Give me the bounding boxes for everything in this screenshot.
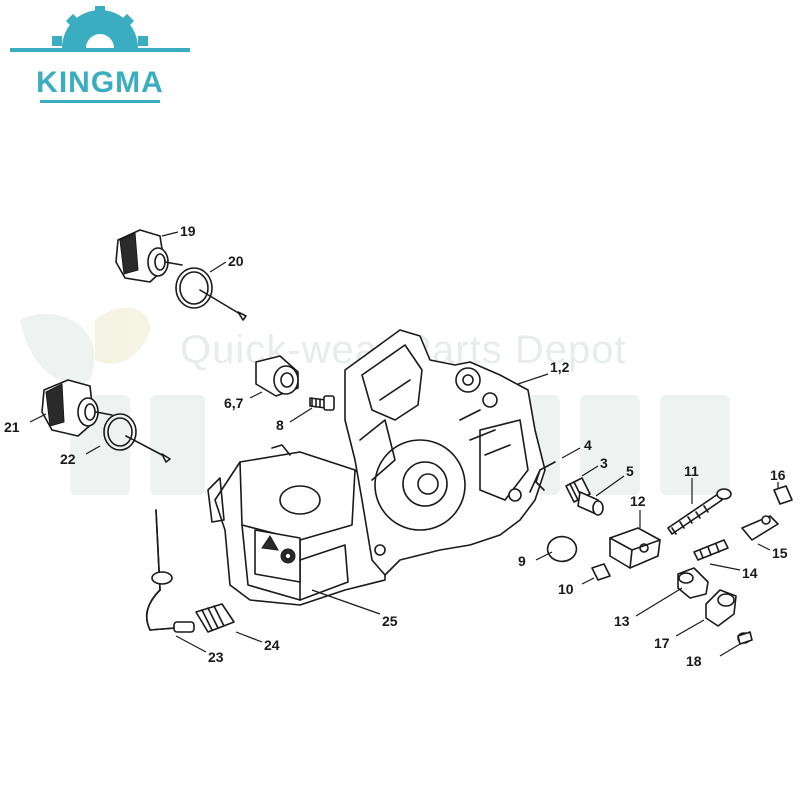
part-6-7-bushing <box>255 355 299 397</box>
callout-24: 24 <box>264 637 280 653</box>
callout-16: 16 <box>770 467 786 483</box>
callout-25: 25 <box>382 613 398 629</box>
callout-22: 22 <box>60 451 76 467</box>
part-9-cap <box>546 535 578 563</box>
callout-14: 14 <box>742 565 758 581</box>
callout-11: 11 <box>684 463 699 479</box>
part-15-bracket <box>741 515 779 541</box>
callout-19: 19 <box>180 223 196 239</box>
callout-9: 9 <box>518 553 526 569</box>
callout-1-2: 1,2 <box>550 359 570 375</box>
part-22-o-ring <box>103 413 171 463</box>
callout-6-7: 6,7 <box>224 395 244 411</box>
callout-3: 3 <box>600 455 608 471</box>
kingma-logo: KINGMA <box>10 6 190 103</box>
part-21-oil-pump <box>41 379 113 437</box>
brand-name: KINGMA <box>36 66 164 99</box>
callout-8: 8 <box>276 417 284 433</box>
callout-4: 4 <box>584 437 592 453</box>
gear-icon <box>10 6 190 103</box>
callout-20: 20 <box>228 253 244 269</box>
part-24-fuel-filter <box>195 603 235 633</box>
callout-23: 23 <box>208 649 224 665</box>
part-20-o-ring <box>175 267 247 321</box>
part-8-screw <box>309 395 335 411</box>
part-crankcase-housing <box>207 329 546 606</box>
part-13-adjuster <box>677 567 709 599</box>
part-18-screw <box>737 631 753 645</box>
part-4-clip <box>529 461 556 493</box>
part-5-bolt <box>577 491 604 516</box>
callout-labels: 19 20 21 22 6,7 8 1,2 4 3 5 11 16 12 9 1… <box>4 223 788 669</box>
callout-10: 10 <box>558 581 574 597</box>
part-14-screw <box>693 539 729 561</box>
callout-15: 15 <box>772 545 788 561</box>
part-16-part <box>773 485 793 505</box>
part-17-clamp <box>705 589 737 627</box>
callout-17: 17 <box>654 635 670 651</box>
callout-13: 13 <box>614 613 630 629</box>
part-19-oil-pump <box>115 229 183 283</box>
part-23-fuel-hose <box>145 509 195 633</box>
leader-lines <box>29 231 779 657</box>
part-10-nut <box>591 563 611 581</box>
callout-21: 21 <box>4 419 20 435</box>
callout-12: 12 <box>630 493 646 509</box>
callout-18: 18 <box>686 653 702 669</box>
part-12-block <box>609 527 661 569</box>
part-11-screw <box>667 488 732 535</box>
callout-5: 5 <box>626 463 634 479</box>
